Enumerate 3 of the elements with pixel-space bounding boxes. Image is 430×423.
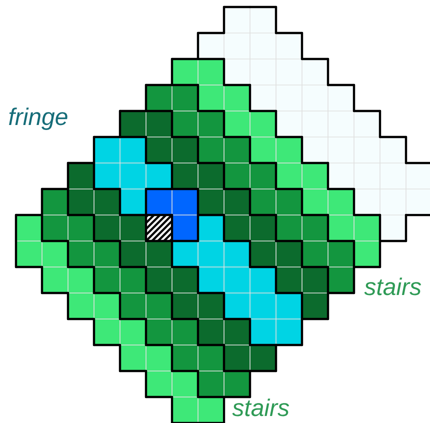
label-text: stairs (364, 278, 422, 296)
label-text: stairs (232, 398, 290, 416)
label-text: fringe (9, 108, 68, 130)
